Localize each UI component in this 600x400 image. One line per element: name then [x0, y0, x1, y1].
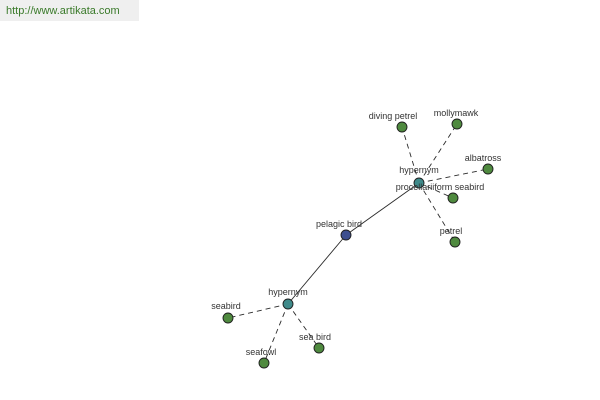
node-label-seabird: seabird	[211, 301, 241, 311]
node-hyp2[interactable]	[282, 298, 294, 310]
node-procellariiform[interactable]	[447, 192, 459, 204]
node-diving[interactable]	[396, 121, 408, 133]
nodes-layer	[222, 118, 494, 369]
node-hyp1[interactable]	[413, 177, 425, 189]
node-label-hyp2: hypernym	[268, 287, 308, 297]
node-label-mollymawk: mollymawk	[434, 108, 479, 118]
edge-hyp1-petrel	[418, 182, 456, 243]
node-seafowl[interactable]	[258, 357, 270, 369]
node-label-albatross: albatross	[465, 153, 502, 163]
edge-hyp2-seabird	[227, 303, 289, 319]
node-label-hyp1: hypernym	[399, 165, 439, 175]
node-albatross[interactable]	[482, 163, 494, 175]
edges-layer	[227, 123, 489, 364]
labels-layer: pelagic bird hypernym hypernym procellariif…	[211, 108, 502, 357]
node-mollymawk[interactable]	[451, 118, 463, 130]
edge-hyp1-mollymawk	[418, 123, 458, 184]
node-label-seafowl: seafowl	[246, 347, 277, 357]
node-label-pelagic: pelagic bird	[316, 219, 362, 229]
node-label-procellariiform: procellariiform seabird	[396, 182, 485, 192]
edge-hyp1-procellariiform	[418, 182, 454, 199]
edge-hyp1-diving	[401, 126, 420, 184]
node-petrel[interactable]	[449, 236, 461, 248]
node-label-diving: diving petrel	[369, 111, 418, 121]
edge-pelagic-hyp1	[345, 182, 420, 236]
edge-pelagic-hyp2	[287, 234, 347, 305]
node-pelagic[interactable]	[340, 229, 352, 241]
node-label-sea_bird: sea bird	[299, 332, 331, 342]
node-sea_bird[interactable]	[313, 342, 325, 354]
edge-hyp1-albatross	[418, 168, 489, 184]
site-url-link[interactable]: http://www.artikata.com	[0, 0, 139, 21]
edge-hyp2-seafowl	[263, 303, 289, 364]
node-label-petrel: petrel	[440, 226, 463, 236]
node-seabird[interactable]	[222, 312, 234, 324]
